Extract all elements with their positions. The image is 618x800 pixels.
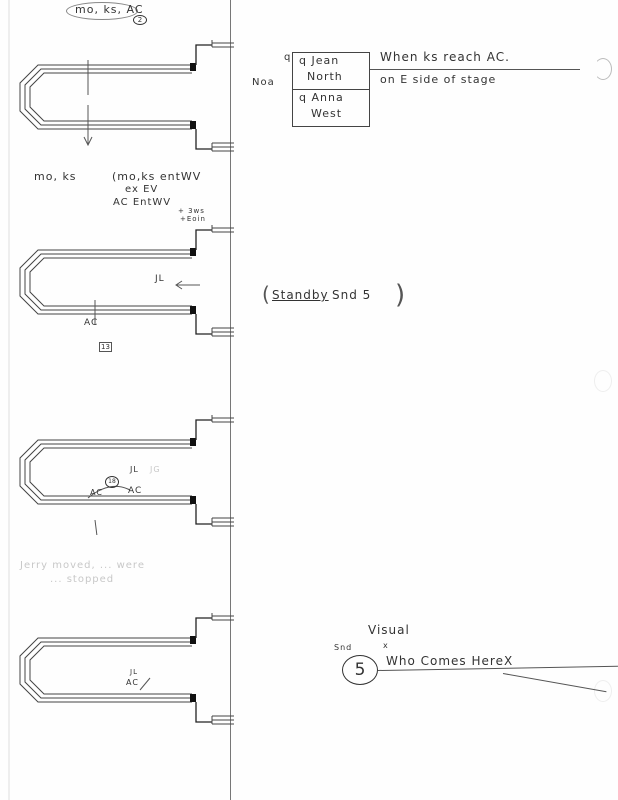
group-circle (66, 2, 138, 20)
sound-cue-visual: Visual (368, 623, 410, 637)
diagram3-badge: 18 (105, 476, 119, 488)
diagram1-note-3: AC EntWV (113, 197, 172, 208)
diagram1-note-5: +Eoin (180, 215, 206, 223)
diagram3-ac-label: AC (90, 488, 103, 497)
diagram2-badge: 13 (99, 342, 112, 352)
faint-note-2: ... stopped (50, 574, 115, 585)
page-edge (8, 0, 10, 800)
diagram4-ac-label: AC (126, 678, 139, 687)
diagram3-ac2-label: AC (128, 486, 143, 496)
diagram1-top-label: mo, ks, AC (75, 3, 144, 16)
stage-diagram-3 (19, 415, 235, 535)
diagram2-ac-label: AC (84, 318, 99, 328)
cue-item-line2: West (311, 107, 343, 120)
punch-hole (594, 58, 612, 80)
cue-box-q-mark: q (284, 52, 292, 63)
cue-note-line2: on E side of stage (380, 73, 497, 86)
punch-hole (594, 680, 612, 702)
stage-diagram-4 (19, 613, 235, 725)
standby-open-paren: ( (262, 282, 271, 306)
diagram1-note-4: + 3ws (178, 207, 205, 215)
cue-note-line1: When ks reach AC. (380, 50, 510, 64)
diagram4-jl-label: JL (130, 668, 138, 676)
sound-cue-pointer (502, 673, 607, 693)
diagram1-note-2: ex EV (125, 184, 159, 195)
diagram2-jl-label: JL (155, 274, 165, 284)
diagram1-badge: 2 (133, 15, 147, 25)
diagram1-note-1: (mo,ks entWV (112, 170, 202, 183)
standby-word: Standby (272, 288, 329, 302)
standby-close-paren: ) (395, 280, 407, 310)
sound-cue-snd: Snd (334, 643, 353, 652)
sound-cue-x: x (383, 641, 389, 650)
diagram1-below-label: mo, ks (34, 170, 77, 183)
faint-note: Jerry moved, ... were (20, 560, 145, 571)
cue-item-line2: North (307, 70, 343, 83)
cue-box-prefix: Noa (252, 77, 275, 88)
diagram3-jg-label: JG (150, 465, 161, 474)
cue-item-line1: q Anna (299, 91, 344, 104)
cue-underline (370, 69, 580, 70)
sound-cue-number: 5 (342, 655, 378, 685)
punch-hole (594, 370, 612, 392)
diagram3-jl-label: JL (130, 465, 139, 474)
page-fold-line (230, 0, 231, 800)
standby-rest: Snd 5 (332, 288, 372, 302)
cue-item-line1: q Jean (299, 54, 340, 67)
stage-diagram-2 (19, 225, 235, 337)
stage-diagram-1 (19, 40, 235, 152)
sound-cue-line: Who Comes HereX (386, 654, 514, 668)
